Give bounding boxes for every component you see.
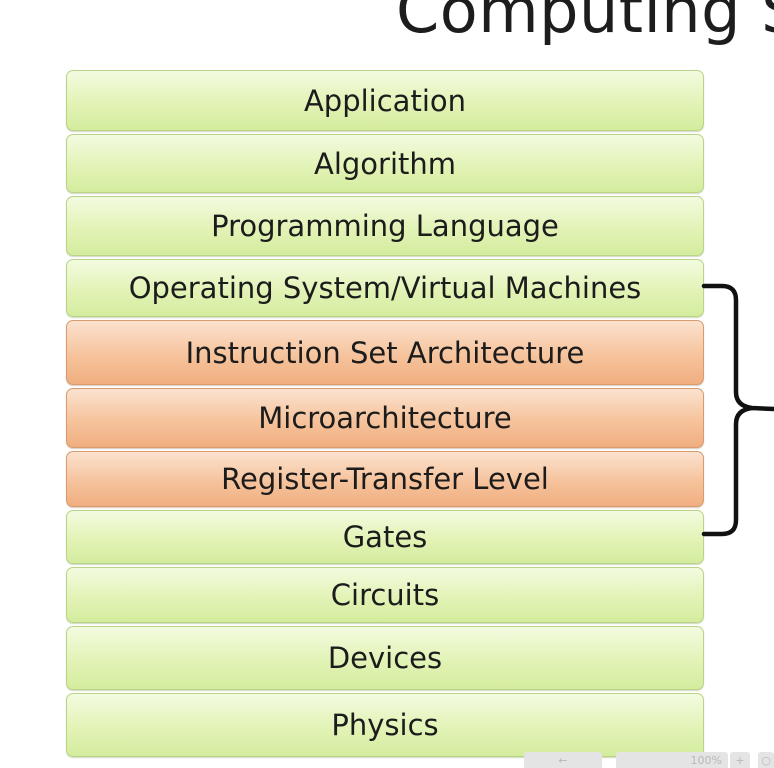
search-icon[interactable]: ○ [758, 752, 774, 768]
layer-microarchitecture: Microarchitecture [66, 388, 704, 448]
zoom-in-button[interactable]: + [730, 752, 750, 768]
viewer-controls: ← 100% + ○ [524, 752, 774, 768]
curly-brace [701, 283, 774, 537]
layer-gates: Gates [66, 510, 704, 564]
layer-algorithm: Algorithm [66, 134, 704, 193]
slide-title: Computing S [396, 0, 774, 47]
layer-application: Application [66, 70, 704, 131]
layer-physics: Physics [66, 693, 704, 757]
layer-operating-system: Operating System/Virtual Machines [66, 259, 704, 317]
layer-circuits: Circuits [66, 567, 704, 623]
layer-devices: Devices [66, 626, 704, 690]
layer-register-transfer-level: Register-Transfer Level [66, 451, 704, 507]
brace-path [701, 283, 774, 537]
zoom-control[interactable]: 100% [616, 752, 728, 768]
layer-programming-language: Programming Language [66, 196, 704, 256]
layer-instruction-set-architecture: Instruction Set Architecture [66, 320, 704, 385]
prev-page-button[interactable]: ← [524, 752, 602, 768]
zoom-level-text: 100% [690, 753, 722, 767]
